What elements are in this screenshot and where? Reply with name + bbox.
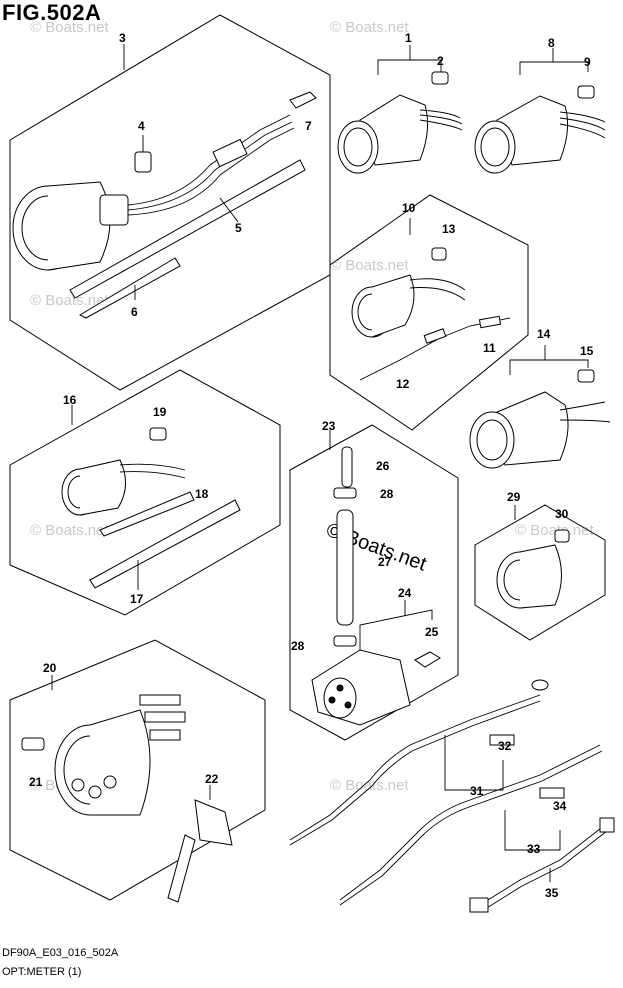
callout-20: 20: [43, 661, 57, 675]
figure-title: FIG.502A: [2, 0, 102, 25]
callout-3: 3: [119, 31, 126, 45]
callout-30: 30: [555, 507, 569, 521]
group-23-pitot-tube: [289, 424, 459, 741]
callout-2: 2: [437, 54, 444, 68]
group-16-gauge-kit: [9, 369, 281, 616]
callout-11: 11: [483, 341, 496, 355]
callout-28b: 28: [291, 639, 305, 653]
callout-21: 21: [29, 775, 43, 789]
harness-31: [289, 679, 549, 846]
callout-7: 7: [305, 119, 312, 133]
group-29-gauge: [474, 504, 606, 641]
callout-1: 1: [405, 31, 412, 45]
callout-numbers: 3 4 5 6 7 1 2 8 9 10 13 11 12 14 15 16 1…: [29, 31, 594, 900]
watermark: © Boats.net: [330, 777, 409, 794]
group-14-gauge: [469, 345, 611, 469]
callout-10: 10: [402, 201, 416, 215]
callout-5: 5: [235, 221, 242, 235]
callout-27: 27: [378, 555, 392, 569]
group-10-gauge-kit: [329, 194, 529, 431]
callout-28a: 28: [380, 487, 394, 501]
callout-31: 31: [470, 784, 484, 798]
callout-33: 33: [527, 842, 541, 856]
callout-34: 34: [553, 799, 567, 813]
watermark: © Boats.net: [515, 522, 594, 539]
callout-4: 4: [138, 119, 145, 133]
diagram-title: OPT:METER (1): [2, 966, 82, 978]
group-20-gauge-kit: [9, 639, 266, 901]
callout-6: 6: [131, 305, 138, 319]
callout-12: 12: [396, 377, 410, 391]
callout-8: 8: [548, 36, 555, 50]
harness-33-35: [339, 744, 615, 913]
watermark: © Boats.net: [330, 19, 409, 36]
watermark: © Boats.net: [30, 19, 109, 36]
group-box: [289, 424, 459, 741]
callout-26: 26: [376, 459, 390, 473]
group-box: [474, 504, 606, 641]
callout-18: 18: [195, 487, 209, 501]
group-box: [329, 194, 529, 431]
callout-35: 35: [545, 886, 559, 900]
callout-13: 13: [442, 222, 456, 236]
watermark: © Boats.net: [30, 522, 109, 539]
watermark: © Boats.net: [330, 257, 409, 274]
callout-19: 19: [153, 405, 167, 419]
group-3-speedometer-kit: [9, 14, 331, 391]
group-8-gauge: [474, 48, 606, 174]
watermark: © Boats.net: [30, 292, 109, 309]
callout-24: 24: [398, 586, 412, 600]
callout-22: 22: [205, 772, 219, 786]
diagram-code: DF90A_E03_016_502A: [2, 947, 119, 959]
callout-25: 25: [425, 625, 439, 639]
group-box: [9, 639, 266, 901]
callout-15: 15: [580, 344, 594, 358]
callout-9: 9: [584, 55, 591, 69]
callout-14: 14: [537, 327, 551, 341]
callout-17: 17: [130, 592, 144, 606]
callout-32: 32: [498, 739, 512, 753]
callout-23: 23: [322, 419, 336, 433]
callout-29: 29: [507, 490, 521, 504]
callout-16: 16: [63, 393, 77, 407]
part-22-sender: [167, 785, 233, 903]
group-box: [9, 369, 281, 616]
group-1-gauge: [337, 45, 463, 174]
